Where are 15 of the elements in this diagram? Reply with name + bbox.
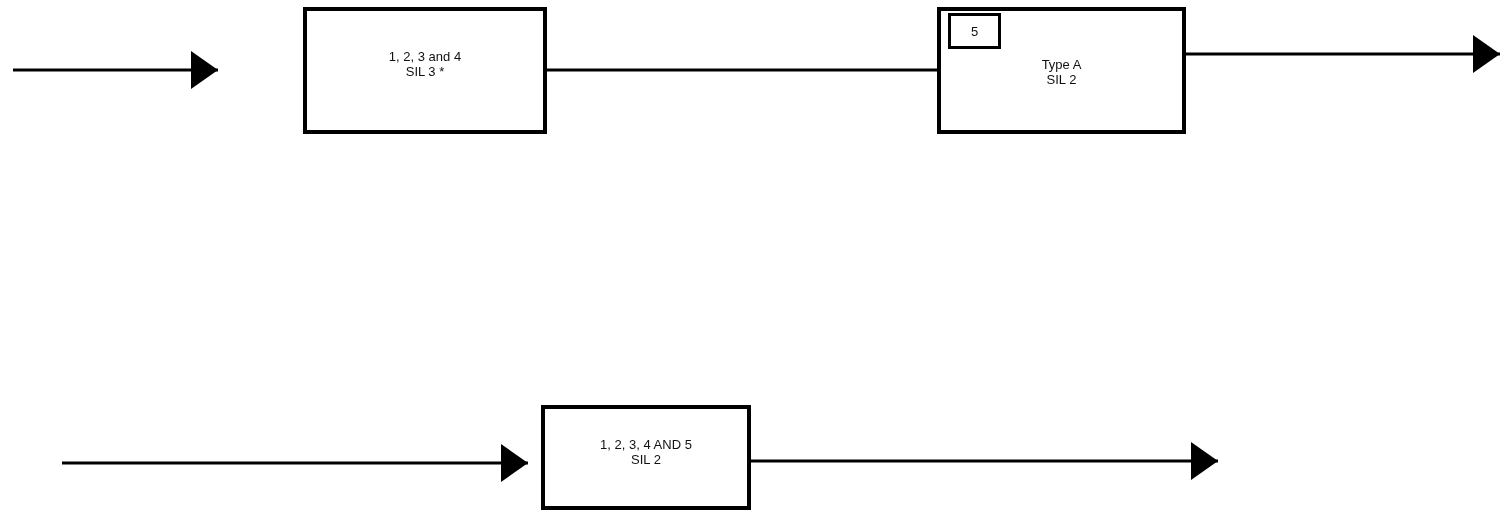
process-box xyxy=(541,405,751,510)
box-label: SIL 2 xyxy=(631,452,661,467)
arrow xyxy=(13,51,218,89)
box-label: 1, 2, 3 and 4 xyxy=(388,49,462,64)
box-number: 5 xyxy=(970,23,979,39)
arrow xyxy=(62,444,528,482)
box-label: SIL 2 xyxy=(1046,72,1077,87)
box-label: Type A xyxy=(1041,57,1082,72)
process-box xyxy=(937,7,1186,134)
arrow xyxy=(1186,35,1500,73)
arrow xyxy=(751,442,1218,480)
box-label: 1, 2, 3, 4 AND 5 xyxy=(600,437,692,452)
number-box xyxy=(948,13,1001,49)
process-box xyxy=(303,7,547,134)
box-label: SIL 3 * xyxy=(405,64,445,79)
